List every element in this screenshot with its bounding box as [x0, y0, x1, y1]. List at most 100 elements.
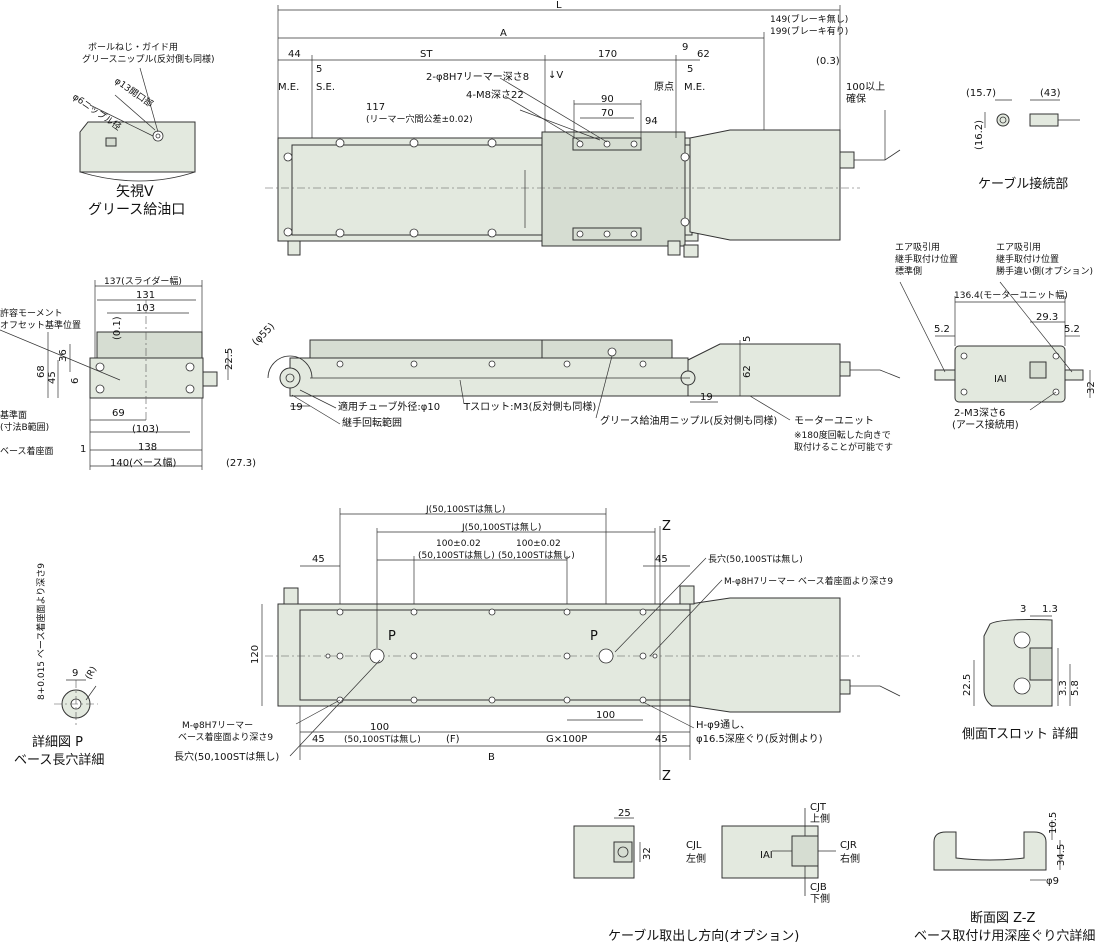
motor-cable-gland: [839, 151, 855, 169]
detail-p-depth: 8+0.015 ベース着座面より深さ9: [35, 563, 47, 700]
base-width: 140(ベース幅): [110, 456, 176, 469]
tol-1a: 100±0.02: [436, 539, 481, 549]
slider-top: [541, 131, 686, 247]
dim-45-bl: 45: [312, 734, 325, 745]
label-moment1: 許容モーメント: [0, 307, 63, 319]
zz-34-5: 34.5: [1056, 844, 1067, 866]
dim-5-right: 5: [687, 64, 693, 75]
cjt-label: 上側: [810, 812, 830, 825]
dim-100-c: 100: [596, 710, 615, 721]
dim-ST: ST: [420, 49, 433, 60]
note-rotate2: 取付けることが可能です: [794, 441, 893, 453]
dim-32: 32: [1086, 381, 1097, 394]
air2a: エア吸引用: [996, 242, 1041, 253]
label-me-left: M.E.: [278, 82, 299, 93]
dim-29-3: 29.3: [1036, 312, 1058, 323]
label-p2: P: [590, 629, 598, 644]
label-grease: グリース給油用ニップル(反対側も同様): [600, 414, 777, 427]
label-motor: モーターユニット: [794, 415, 874, 427]
dim-r55: (φ55): [250, 321, 277, 348]
dim-5-2-left: 5.2: [934, 324, 950, 335]
bottom-view: J(50,100STは無し) J(50,100STは無し) Z Z 45 45 …: [174, 503, 901, 784]
zz-title1: 断面図 Z-Z: [970, 911, 1036, 926]
top-view: L A 149(ブレーキ無し) 199(ブレーキ有り) 44 ST 170 9 …: [265, 0, 901, 258]
dim-138: 138: [138, 442, 157, 453]
air1c: 標準側: [895, 265, 922, 277]
label-reamer: 2-φ8H7リーマー深さ8: [426, 71, 529, 83]
label-m-reamer2a: M-φ8H7リーマー: [182, 721, 253, 731]
dim-27-3: (27.3): [226, 458, 256, 469]
cjb-label: 下側: [810, 892, 830, 905]
tol-1b: (50,100STは無し): [418, 549, 495, 561]
dim-03: (0.3): [816, 56, 840, 67]
cjr-code: CJR: [840, 840, 857, 851]
detail-p-title2: ベース長穴詳細: [14, 752, 104, 768]
dim-B: B: [488, 752, 495, 763]
dim-16-2: (16.2): [974, 120, 985, 150]
dim-170: 170: [598, 49, 617, 60]
label-se: S.E.: [316, 82, 335, 93]
dim-9: 9: [682, 42, 688, 53]
label-m-reamer2b: ベース着座面より深さ9: [178, 731, 273, 743]
side-view: (φ55) 19 19 5 62 適用チューブ外径:φ10 継手回転範囲 Tスロ…: [250, 321, 901, 453]
motor-width: 136.4(モーターユニット幅): [954, 289, 1068, 301]
dim-5-left: 5: [316, 64, 322, 75]
label-base1: 基準面: [0, 409, 27, 421]
cable-conn-title: ケーブル接続部: [978, 176, 1068, 192]
dim-100-a: 100: [370, 722, 389, 733]
detail-p-title1: 詳細図 P: [32, 734, 83, 750]
cd-25: 25: [618, 808, 631, 819]
section-zz: 10.5 34.5 φ9 断面図 Z-Z ベース取付け用深座ぐり穴詳細: [914, 812, 1095, 944]
dim-43: (43): [1040, 88, 1061, 99]
section-z-top: Z: [662, 519, 671, 534]
cjl-label: 左側: [686, 852, 706, 865]
len-no-brake: 149(ブレーキ無し): [770, 13, 848, 25]
iai-logo-2: IAI: [760, 850, 773, 861]
iai-logo: IAI: [994, 374, 1007, 385]
label-m-reamer: M-φ8H7リーマー ベース着座面より深さ9: [724, 575, 893, 587]
detail-p-9: 9: [72, 668, 78, 679]
dim-6: 6: [70, 378, 81, 384]
dim-120: 120: [250, 645, 261, 664]
dim-19-left: 19: [290, 402, 303, 413]
motor-unit-top: [689, 129, 841, 241]
dim-L: L: [556, 0, 562, 11]
dim-70: 70: [601, 108, 614, 119]
dim-22-5: 22.5: [224, 348, 235, 370]
dim-F: (F): [446, 734, 460, 745]
dim-0-1: (0.1): [112, 316, 123, 340]
air2c: 勝手違い側(オプション): [996, 265, 1093, 277]
end-view: 137(スライダー幅) 131 103 許容モーメント オフセット基準位置 (0…: [0, 275, 256, 470]
note-rotate1: ※180度回転した向きで: [794, 429, 891, 441]
dim-45: 45: [47, 371, 58, 384]
cjl-code: CJL: [686, 840, 702, 851]
label-view-v: ↓V: [548, 70, 563, 81]
air1a: エア吸引用: [895, 242, 940, 253]
label-base2: (寸法B範囲): [0, 421, 49, 433]
motor-end-view: IAI エア吸引用 継手取付け位置 標準側 エア吸引用 継手取付け位置 勝手違い…: [895, 242, 1097, 431]
tslot-22-5: 22.5: [962, 674, 973, 696]
label-hole13: φ13開口部: [112, 75, 155, 110]
dim-117: 117: [366, 102, 385, 113]
dim-G: G×100P: [546, 734, 587, 745]
len-brake: 199(ブレーキ有り): [770, 25, 848, 37]
dim-5: 5: [742, 336, 753, 342]
label-m8: 4-M8深さ22: [466, 89, 524, 101]
m3-earth: (アース接続用): [952, 418, 1019, 431]
label-h-hole1: H-φ9通し、: [696, 719, 750, 731]
cjt-code: CJT: [810, 802, 827, 813]
cable-direction: IAI 25 32 CJT 上側 CJL 左側 CJR 右側 CJB 下側 ケー…: [573, 802, 860, 944]
dim-68: 68: [36, 365, 47, 378]
dim-J2: J(50,100STは無し): [461, 521, 541, 533]
dim-103: 103: [136, 303, 155, 314]
label-tolerance: (リーマー穴間公差±0.02): [366, 113, 473, 125]
section-z-bottom: Z: [662, 769, 671, 784]
label-nipple1: ボールねじ・ガイド用: [88, 42, 178, 53]
dim-131: 131: [136, 290, 155, 301]
dim-69: 69: [112, 408, 125, 419]
side-tslot-holes: [336, 347, 647, 368]
dim-62: 62: [697, 49, 710, 60]
label-clear1: 100以上: [846, 81, 885, 93]
tslot-1-3: 1.3: [1042, 604, 1058, 615]
